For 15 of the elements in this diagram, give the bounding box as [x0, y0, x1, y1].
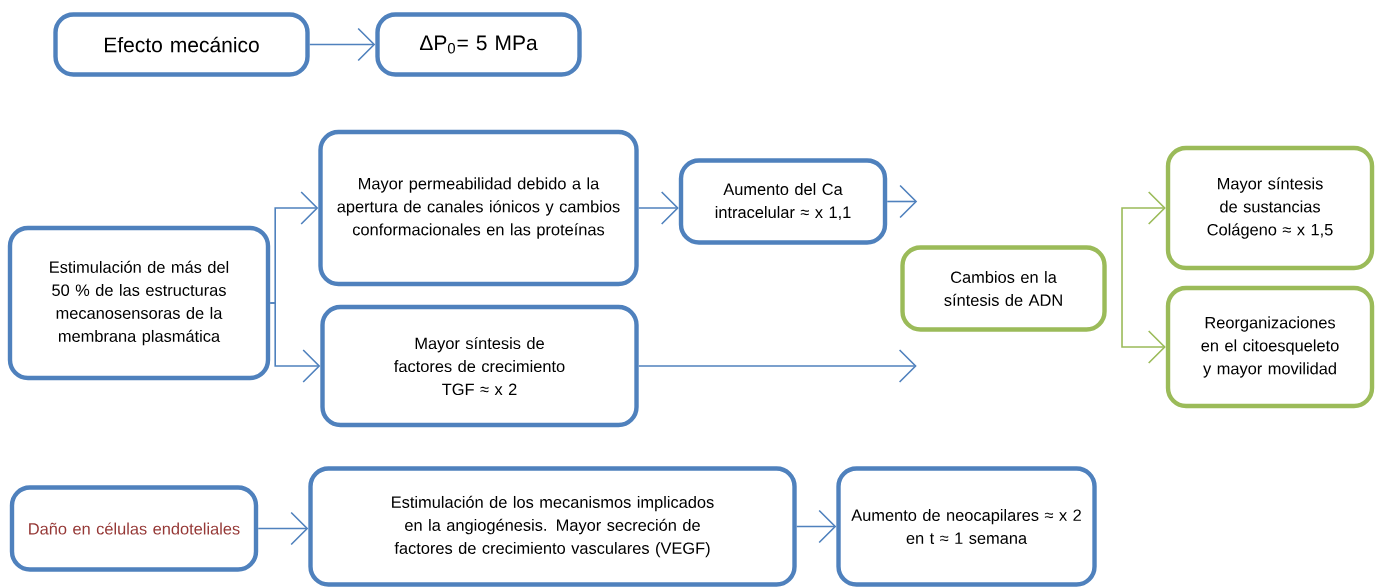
- process-box: Daño en células endoteliales: [9, 485, 259, 572]
- process-box: Aumento del Ca intracelular ≈ x 1,1: [678, 158, 888, 245]
- process-box: Estimulación de los mecanismos implicados en la angiogénesis. Mayor secreción de factores de crecimiento vasculares (VEGF): [308, 466, 797, 587]
- process-box: Mayor síntesis de factores de crecimiento TGF ≈ x 2: [320, 304, 639, 428]
- process-box: ΔP$_{0}$= 5 MPa: [375, 12, 582, 77]
- arrow: [1121, 191, 1166, 279]
- arrow: [637, 349, 917, 383]
- process-box: Mayor permeabilidad debido a la apertura de canales iónicos y cambios conformacionales en las proteínas: [318, 129, 639, 287]
- process-box: Cambios en la síntesis de ADN: [900, 245, 1107, 332]
- process-box: Efecto mecánico: [53, 12, 310, 77]
- process-box: Aumento de neocapilares ≈ x 2 en t ≈ 1 semana: [836, 466, 1097, 587]
- process-box: Mayor síntesis de sustancias Colágeno ≈ x 1,5: [1165, 145, 1375, 271]
- process-box: Estimulación de más del 50 % de las estructuras mecanosensoras de la membrana plasmática: [7, 225, 271, 381]
- arrow: [1121, 277, 1166, 364]
- process-box: Reorganizaciones en el citoesqueleto y mayor movilidad: [1165, 285, 1375, 409]
